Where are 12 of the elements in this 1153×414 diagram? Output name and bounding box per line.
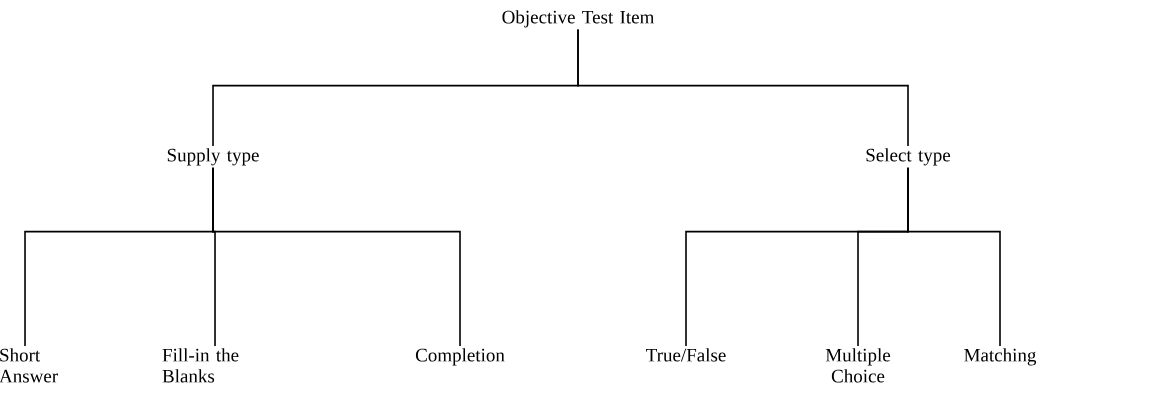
connector-line <box>212 166 461 347</box>
connector-line <box>907 166 1001 347</box>
node-label: Completion <box>415 348 505 366</box>
node-label: True/False <box>646 348 726 362</box>
node-label: Short Answer <box>0 348 58 383</box>
connector-line <box>577 28 909 147</box>
node-label: Supply type <box>167 148 259 166</box>
node-label: Multiple Choice <box>825 348 891 383</box>
node-label: Matching <box>964 348 1037 366</box>
node-label: Select type <box>866 148 951 166</box>
node-label: Fill-in the Blanks <box>162 348 239 383</box>
node-label: Objective Test Item <box>502 10 655 28</box>
